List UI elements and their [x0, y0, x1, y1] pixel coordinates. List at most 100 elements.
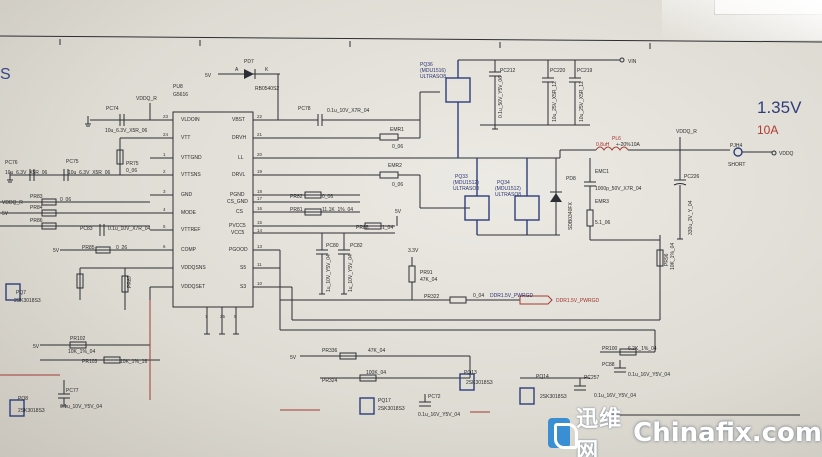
- pin-vttgnd: VTTGND: [181, 155, 202, 161]
- cap-pc88: PC88 0.1u_16V_Y5V_04: [602, 360, 670, 378]
- watermark: 迅维网 Chinafix.com: [548, 407, 822, 457]
- svg-text:PR102: PR102: [70, 336, 86, 342]
- diode-pd7: PD7 RB0540S2 5V A K: [205, 59, 280, 120]
- svg-text:13: 13: [257, 244, 263, 249]
- svg-text:EMC1: EMC1: [595, 169, 609, 175]
- sheet-border: [0, 35, 822, 43]
- mosfet-pq17: PQ17 2SK3018S3: [359, 397, 405, 415]
- svg-text:PC72: PC72: [428, 394, 441, 400]
- mosfet-pq7: PQ7 2SK3018S3: [5, 283, 41, 304]
- resistor-pr322: PR322 0_04: [424, 293, 520, 304]
- svg-text:22: 22: [257, 114, 263, 119]
- svg-text:0_06: 0_06: [392, 182, 403, 188]
- svg-text:PC219: PC219: [577, 68, 593, 74]
- svg-text:1: 1: [163, 152, 166, 157]
- snubber: EMC1 1000p_50V_X7R_04 EMR3 5.1_06: [584, 158, 642, 240]
- resistor-pr100: PR100 6.2K_1%_04: [600, 346, 657, 356]
- svg-text:PR324: PR324: [322, 378, 338, 384]
- svg-text:0.1u_50V_Y5V_06: 0.1u_50V_Y5V_06: [498, 76, 504, 118]
- photo-glare: [662, 0, 822, 40]
- mode-resistors: PR83 0_06 PR84 PR86 VDDQ_R 5V: [0, 194, 150, 230]
- svg-text:1u_10V_Y5V_04: 1u_10V_Y5V_04: [326, 254, 332, 292]
- svg-text:20: 20: [257, 152, 263, 157]
- svg-text:PR86: PR86: [30, 218, 43, 224]
- pin-vttsns: VTTSNS: [181, 172, 201, 178]
- cap-pc74: PC74 10u_6.3V_X5R_06 VDDQ_R: [90, 96, 157, 134]
- svg-text:PC74: PC74: [106, 106, 119, 112]
- svg-text:PC80: PC80: [326, 243, 339, 249]
- svg-text:A: A: [235, 67, 239, 73]
- svg-text:2SK3018S3: 2SK3018S3: [466, 380, 493, 386]
- section-title-fragment: S: [0, 66, 11, 83]
- svg-text:1000p_50V_X7R_04: 1000p_50V_X7R_04: [595, 186, 642, 192]
- svg-text:10K_1%_16: 10K_1%_16: [120, 359, 147, 365]
- vin-net: VIN: [628, 59, 637, 65]
- pin-vbst: VBST: [232, 117, 245, 123]
- svg-text:PR103: PR103: [82, 359, 98, 365]
- svg-text:14: 14: [257, 228, 263, 233]
- svg-text:10K_1%_04: 10K_1%_04: [670, 243, 676, 270]
- vddq-divider: PR87: [76, 267, 151, 310]
- svg-text:ULTRASO8: ULTRASO8: [495, 192, 521, 198]
- pin-vddqsns: VDDQSNS: [181, 265, 206, 271]
- svg-text:RB0540S2: RB0540S2: [255, 86, 279, 92]
- pin-pvcc5: PVCC5: [229, 223, 246, 229]
- pin-ll: LL: [238, 155, 244, 161]
- svg-text:+-20%: +-20%: [616, 142, 631, 148]
- svg-text:PC220: PC220: [550, 68, 566, 74]
- resistor-pr103: PR103 10K_1%_16: [40, 356, 160, 365]
- svg-text:DDR1.5V_PWRGD: DDR1.5V_PWRGD: [556, 298, 599, 304]
- cap-pc82: PC82 1u_10V_Y5V_04: [338, 233, 363, 292]
- svg-text:PJH4: PJH4: [730, 143, 742, 149]
- svg-text:6: 6: [163, 244, 166, 249]
- input-caps: PC212 0.1u_50V_Y5V_06 PC220 10u_25V_X5R_…: [480, 60, 593, 126]
- pin-pgnd: PGND: [230, 192, 245, 198]
- svg-text:10u_25V_X5R_12: 10u_25V_X5R_12: [579, 81, 585, 122]
- svg-text:330u_2V_Y_04: 330u_2V_Y_04: [688, 200, 694, 235]
- svg-text:PQ34: PQ34: [497, 180, 510, 186]
- pin-cs: CS: [236, 209, 244, 215]
- pin-mode: MODE: [181, 210, 197, 216]
- svg-text:VDDQ_R: VDDQ_R: [2, 200, 23, 206]
- svg-text:PL6: PL6: [612, 136, 621, 142]
- pin-pgood: PGOOD: [229, 247, 248, 253]
- ic-part: G5616: [173, 92, 188, 98]
- svg-text:2SK3018S3: 2SK3018S3: [378, 406, 405, 412]
- cap-pc80: PC80 1u_10V_Y5V_04: [316, 233, 339, 292]
- svg-text:19: 19: [257, 169, 263, 174]
- cap-pc257: PC257 0.1u_16V_Y5V_04: [574, 375, 636, 399]
- svg-text:16: 16: [257, 206, 263, 211]
- svg-text:0.1u_16V_Y5V_04: 0.1u_16V_Y5V_04: [594, 393, 636, 399]
- svg-text:PQ36: PQ36: [420, 62, 433, 68]
- mosfet-pq14: PQ14 2SK3018S3: [519, 374, 567, 405]
- svg-text:0_06: 0_06: [322, 194, 333, 200]
- cap-pc226: PC226 330u_2V_Y_04: [673, 137, 700, 235]
- pin-comp: COMP: [181, 247, 197, 253]
- resistor-emr2: EMR2 0_06: [300, 163, 470, 209]
- pin-cs-gnd: CS_GND: [227, 199, 248, 205]
- resistor-pr81: PR81 11.1K_1%_04: [290, 207, 353, 216]
- svg-text:6.2K_1%_04: 6.2K_1%_04: [628, 346, 657, 352]
- svg-text:PR96: PR96: [664, 253, 670, 266]
- cap-pc72: PC72 0.1u_16V_Y5V_04: [418, 394, 460, 418]
- svg-text:5V: 5V: [53, 248, 60, 254]
- svg-text:15: 15: [257, 220, 263, 225]
- svg-text:5V: 5V: [290, 355, 297, 361]
- svg-text:PR85: PR85: [82, 245, 95, 251]
- svg-text:PC226: PC226: [684, 174, 700, 180]
- resistor-pr85: PR85 0_26 5V: [53, 245, 150, 254]
- svg-text:0.1u_10V_X7R_04: 0.1u_10V_X7R_04: [108, 226, 150, 232]
- svg-text:10u_6.3V_X5R_06: 10u_6.3V_X5R_06: [5, 170, 47, 176]
- svg-text:EMR2: EMR2: [388, 163, 402, 169]
- svg-text:VDDQ: VDDQ: [779, 151, 794, 157]
- svg-text:5V: 5V: [205, 73, 212, 79]
- svg-text:PC82: PC82: [350, 243, 363, 249]
- resistor-pr96: PR96 10K_1%_04: [656, 243, 676, 270]
- svg-text:0_06: 0_06: [60, 197, 71, 203]
- vddq-r-net: VDDQ_R: [676, 129, 697, 135]
- svg-text:DDR1.5V_PWRGD: DDR1.5V_PWRGD: [490, 293, 533, 299]
- svg-text:ULTRASO8: ULTRASO8: [420, 74, 446, 80]
- svg-text:PQ17: PQ17: [378, 398, 391, 404]
- svg-text:10u_25V_X5R_12: 10u_25V_X5R_12: [552, 81, 558, 122]
